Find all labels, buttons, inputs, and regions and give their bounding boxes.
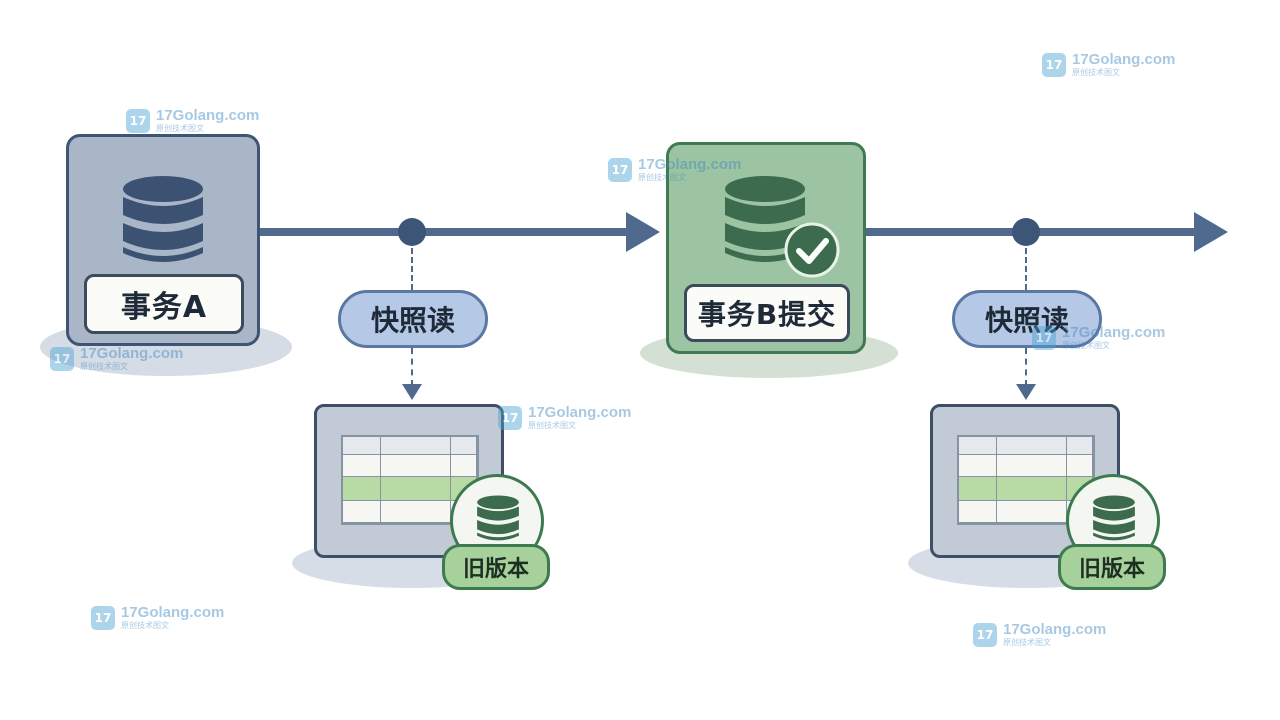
- watermark-text: 17Golang.com: [121, 604, 225, 621]
- timeline-point-2: [1012, 218, 1040, 246]
- old-version-label: 旧版本: [442, 544, 550, 590]
- watermark-subtext: 原创技术图文: [156, 124, 204, 133]
- check-icon: [784, 222, 840, 278]
- watermark-subtext: 原创技术图文: [1003, 638, 1051, 647]
- dashed-connector: [411, 348, 413, 386]
- highlighted-row: [959, 477, 997, 501]
- watermark-logo-icon: 17: [50, 346, 74, 371]
- watermark-subtext: 原创技术图文: [528, 421, 576, 430]
- watermark-subtext: 原创技术图文: [1062, 341, 1110, 350]
- snapshot-read-pill: 快照读: [952, 290, 1102, 348]
- watermark-text: 17Golang.com: [1062, 324, 1166, 341]
- timeline-segment-1: [256, 228, 636, 236]
- database-icon: [1093, 495, 1135, 541]
- dashed-connector: [411, 248, 413, 290]
- watermark-subtext: 原创技术图文: [638, 173, 686, 182]
- transaction-a-label: 事务A: [84, 274, 244, 334]
- highlighted-row: [343, 477, 381, 501]
- arrow-right-icon: [626, 212, 660, 252]
- arrow-down-icon: [1016, 384, 1036, 400]
- watermark-logo-icon: 17: [126, 108, 150, 133]
- watermark-logo-icon: 17: [973, 622, 997, 647]
- watermark-subtext: 原创技术图文: [121, 621, 169, 630]
- watermark-text: 17Golang.com: [1003, 621, 1107, 638]
- arrow-down-icon: [402, 384, 422, 400]
- watermark-logo-icon: 17: [1042, 52, 1066, 77]
- watermark-text: 17Golang.com: [1072, 51, 1176, 68]
- watermark-text: 17Golang.com: [528, 404, 632, 421]
- old-version-label: 旧版本: [1058, 544, 1166, 590]
- transaction-b-label: 事务B提交: [684, 284, 850, 342]
- database-icon: [123, 176, 203, 262]
- dashed-connector: [1025, 248, 1027, 290]
- watermark-logo-icon: 17: [498, 405, 522, 430]
- watermark-text: 17Golang.com: [156, 107, 260, 124]
- watermark-text: 17Golang.com: [638, 156, 742, 173]
- watermark-logo-icon: 17: [608, 157, 632, 182]
- database-icon: [477, 495, 519, 541]
- watermark-logo-icon: 17: [91, 605, 115, 630]
- dashed-connector: [1025, 348, 1027, 386]
- watermark-logo-icon: 17: [1032, 325, 1056, 350]
- snapshot-read-pill: 快照读: [338, 290, 488, 348]
- watermark-subtext: 原创技术图文: [1072, 68, 1120, 77]
- timeline-point-1: [398, 218, 426, 246]
- database-icon: [725, 176, 805, 262]
- arrow-right-icon: [1194, 212, 1228, 252]
- watermark-text: 17Golang.com: [80, 345, 184, 362]
- watermark-subtext: 原创技术图文: [80, 362, 128, 371]
